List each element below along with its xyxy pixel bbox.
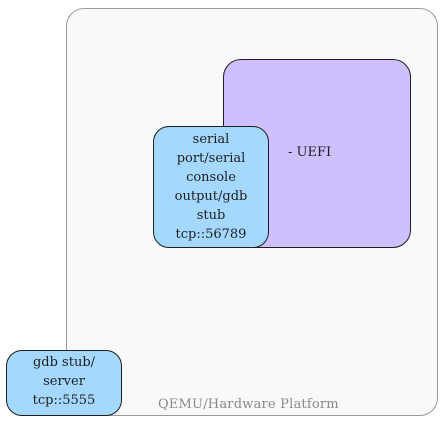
serial-label-line: stub xyxy=(196,208,226,223)
serial-label-line: tcp::56789 xyxy=(175,227,247,242)
gdb-stub-box xyxy=(6,350,122,416)
gdb-stub-label: gdb stub/ server tcp::5555 xyxy=(6,353,122,410)
uefi-label: - UEFI xyxy=(288,145,332,160)
serial-label-line: console xyxy=(186,170,236,185)
serial-label-line: port/serial xyxy=(176,151,246,166)
gdb-label-line: server xyxy=(43,374,85,389)
platform-label: QEMU/Hardware Platform xyxy=(158,397,339,412)
serial-port-box xyxy=(153,126,269,248)
gdb-label-line: tcp::5555 xyxy=(32,393,96,408)
gdb-label-line: gdb stub/ xyxy=(32,355,96,370)
serial-label-line: output/gdb xyxy=(174,189,248,204)
serial-label-line: serial xyxy=(192,132,230,147)
serial-port-label: serial port/serial console output/gdb st… xyxy=(153,130,269,244)
